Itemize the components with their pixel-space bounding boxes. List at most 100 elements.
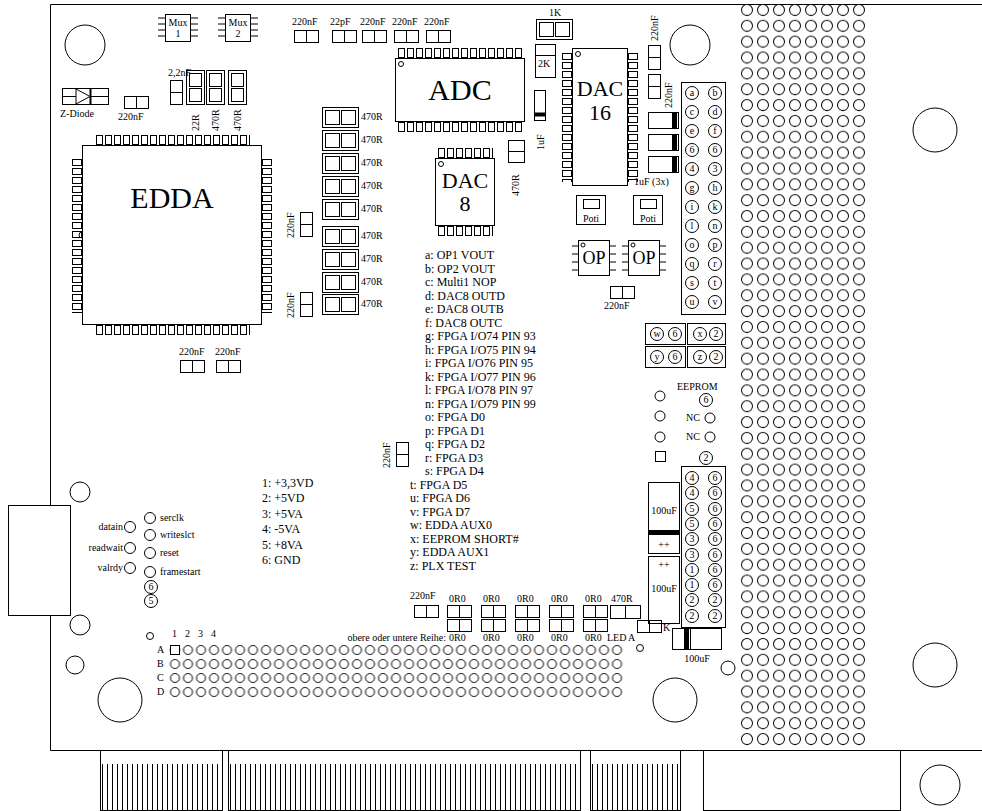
signal-name: framestart [160, 566, 201, 577]
component-value: 1uF [535, 134, 546, 150]
pin-label: t [708, 276, 722, 290]
header-outline [646, 83, 726, 628]
zener-diode [63, 89, 109, 105]
chip-pins [437, 148, 493, 158]
component-footprint [550, 620, 574, 632]
edge-fingers [590, 764, 680, 811]
connector-index: 2 [185, 628, 190, 639]
pin-label: f [708, 124, 722, 138]
component-value: 22pF [330, 16, 351, 27]
jumper-label: 220nF [410, 590, 436, 601]
chip-pins [437, 226, 493, 236]
component-footprint [207, 71, 225, 105]
component-value: 470R [361, 276, 383, 287]
pin-label: 1 [685, 563, 699, 577]
mounting-hole [670, 25, 710, 65]
jumper-label: LED [607, 632, 626, 643]
chip-marker [581, 243, 585, 247]
pin-label: 6 [708, 143, 722, 157]
pin-legend-line: c: Multi1 NOP [425, 276, 496, 289]
header-outline [682, 83, 726, 315]
header-outline [646, 347, 686, 368]
edge-fingers [100, 764, 222, 811]
zener-diode [63, 96, 77, 97]
pin-label: 5 [685, 517, 699, 531]
pin-legend-line: x: EEPROM SHORT# [410, 533, 519, 546]
chip-pins [397, 122, 523, 132]
component-footprint [584, 620, 608, 632]
chip-body: DAC 16 [572, 48, 628, 186]
pin-label: a [685, 86, 699, 100]
board-outline [101, 751, 223, 811]
pin-label: n [708, 219, 722, 233]
component-value: 470R [361, 111, 383, 122]
pin-legend-line: r: FPGA D3 [425, 452, 483, 465]
pin-label: 4 [685, 486, 699, 500]
pin-legend-line: a: OP1 VOUT [425, 249, 494, 262]
pin-label: p [708, 238, 722, 252]
eeprom-pads [655, 432, 665, 442]
component-footprint [323, 227, 359, 247]
pin-legend-line: i: FPGA I/O76 PIN 95 [425, 357, 533, 370]
chip-pins [397, 122, 523, 132]
pin-legend-line: q: FPGA D2 [425, 438, 485, 451]
capacitor-band [672, 157, 677, 172]
pin-legend-line: f: DAC8 OUTC [425, 317, 502, 330]
part-name: Poti [577, 213, 605, 224]
pin-label: b [708, 86, 722, 100]
chip-pins [562, 52, 572, 182]
header-pads [637, 645, 644, 652]
component-footprint [395, 31, 419, 43]
supply-legend-line: 5: +8VA [262, 539, 303, 552]
eeprom-pads [655, 411, 665, 421]
component-footprint [584, 606, 608, 618]
component-outline [535, 91, 546, 121]
eeprom-label: 2 [699, 451, 713, 465]
chip-pins [660, 242, 666, 274]
chip-body: Mux 2 [225, 14, 251, 42]
mounting-hole [920, 765, 960, 805]
capacitor-band [672, 135, 677, 150]
pin-legend-line: w: EDDA AUX0 [410, 519, 492, 532]
component-footprint [125, 20, 662, 633]
capacitor-band [535, 113, 546, 117]
part-name: 100uF [673, 653, 721, 664]
component-value: 220nF [392, 16, 418, 27]
connector-socket [9, 482, 156, 635]
pin-label: 2 [708, 609, 722, 623]
pin-label: 3 [708, 162, 722, 176]
pin-label: 6 [708, 517, 722, 531]
eeprom-label: 6 [699, 393, 713, 407]
board-outline [229, 751, 581, 811]
jumper-label: 0R0 [517, 632, 534, 643]
component-footprint [217, 361, 241, 373]
signal-name: reset [160, 547, 179, 558]
component-value: 22R [190, 114, 201, 131]
chip-pins [628, 52, 638, 182]
connector-index: 4 [211, 628, 216, 639]
header-outline [682, 467, 726, 628]
pin-legend-line: b: OP2 VOUT [425, 263, 495, 276]
component-outline [536, 45, 556, 78]
pin-label: 6 [708, 502, 722, 516]
component-value: 220nF [649, 15, 660, 41]
component-value: 2,2nF [168, 67, 191, 78]
supply-legend-line: 3: +5VA [262, 508, 303, 521]
pin-label: 2 [685, 609, 699, 623]
pin-label: w [650, 327, 664, 341]
connector-index: A [157, 644, 164, 655]
pin-label: 6 [708, 578, 722, 592]
jumper-label: 0R0 [449, 593, 466, 604]
pin-label: u [685, 295, 699, 309]
potentiometer: Poti [633, 195, 663, 225]
eeprom-label: NC [686, 431, 700, 442]
mounting-hole [98, 678, 142, 722]
pin-label: y [650, 350, 664, 364]
pin-label: 2 [709, 350, 723, 364]
zener-diode [63, 89, 109, 105]
chip-pins [72, 158, 82, 313]
component-value: 470R [361, 230, 383, 241]
chip-marker [576, 52, 581, 57]
